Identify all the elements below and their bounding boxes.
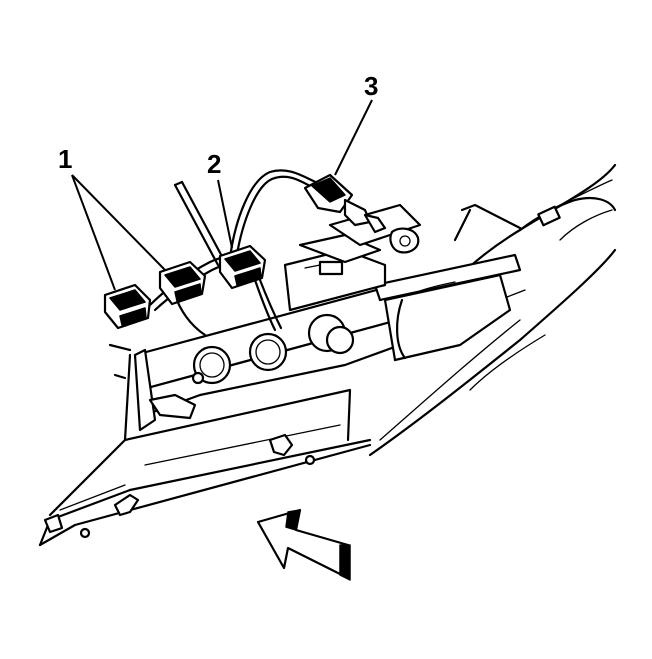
callout-2: 2 [207,149,221,179]
trim-pocket [373,253,522,362]
direction-arrow [256,508,351,581]
connector-1a [103,283,152,330]
wiring-harness [148,169,322,337]
callout-leaders [71,99,373,291]
connector-1b [158,260,207,306]
console-housing [368,163,617,457]
connector-3 [303,173,420,254]
connector-2 [218,244,267,290]
callout-3: 3 [364,71,378,101]
callout-1: 1 [58,144,72,174]
dash-panel [38,343,372,547]
support-rod [173,180,227,267]
